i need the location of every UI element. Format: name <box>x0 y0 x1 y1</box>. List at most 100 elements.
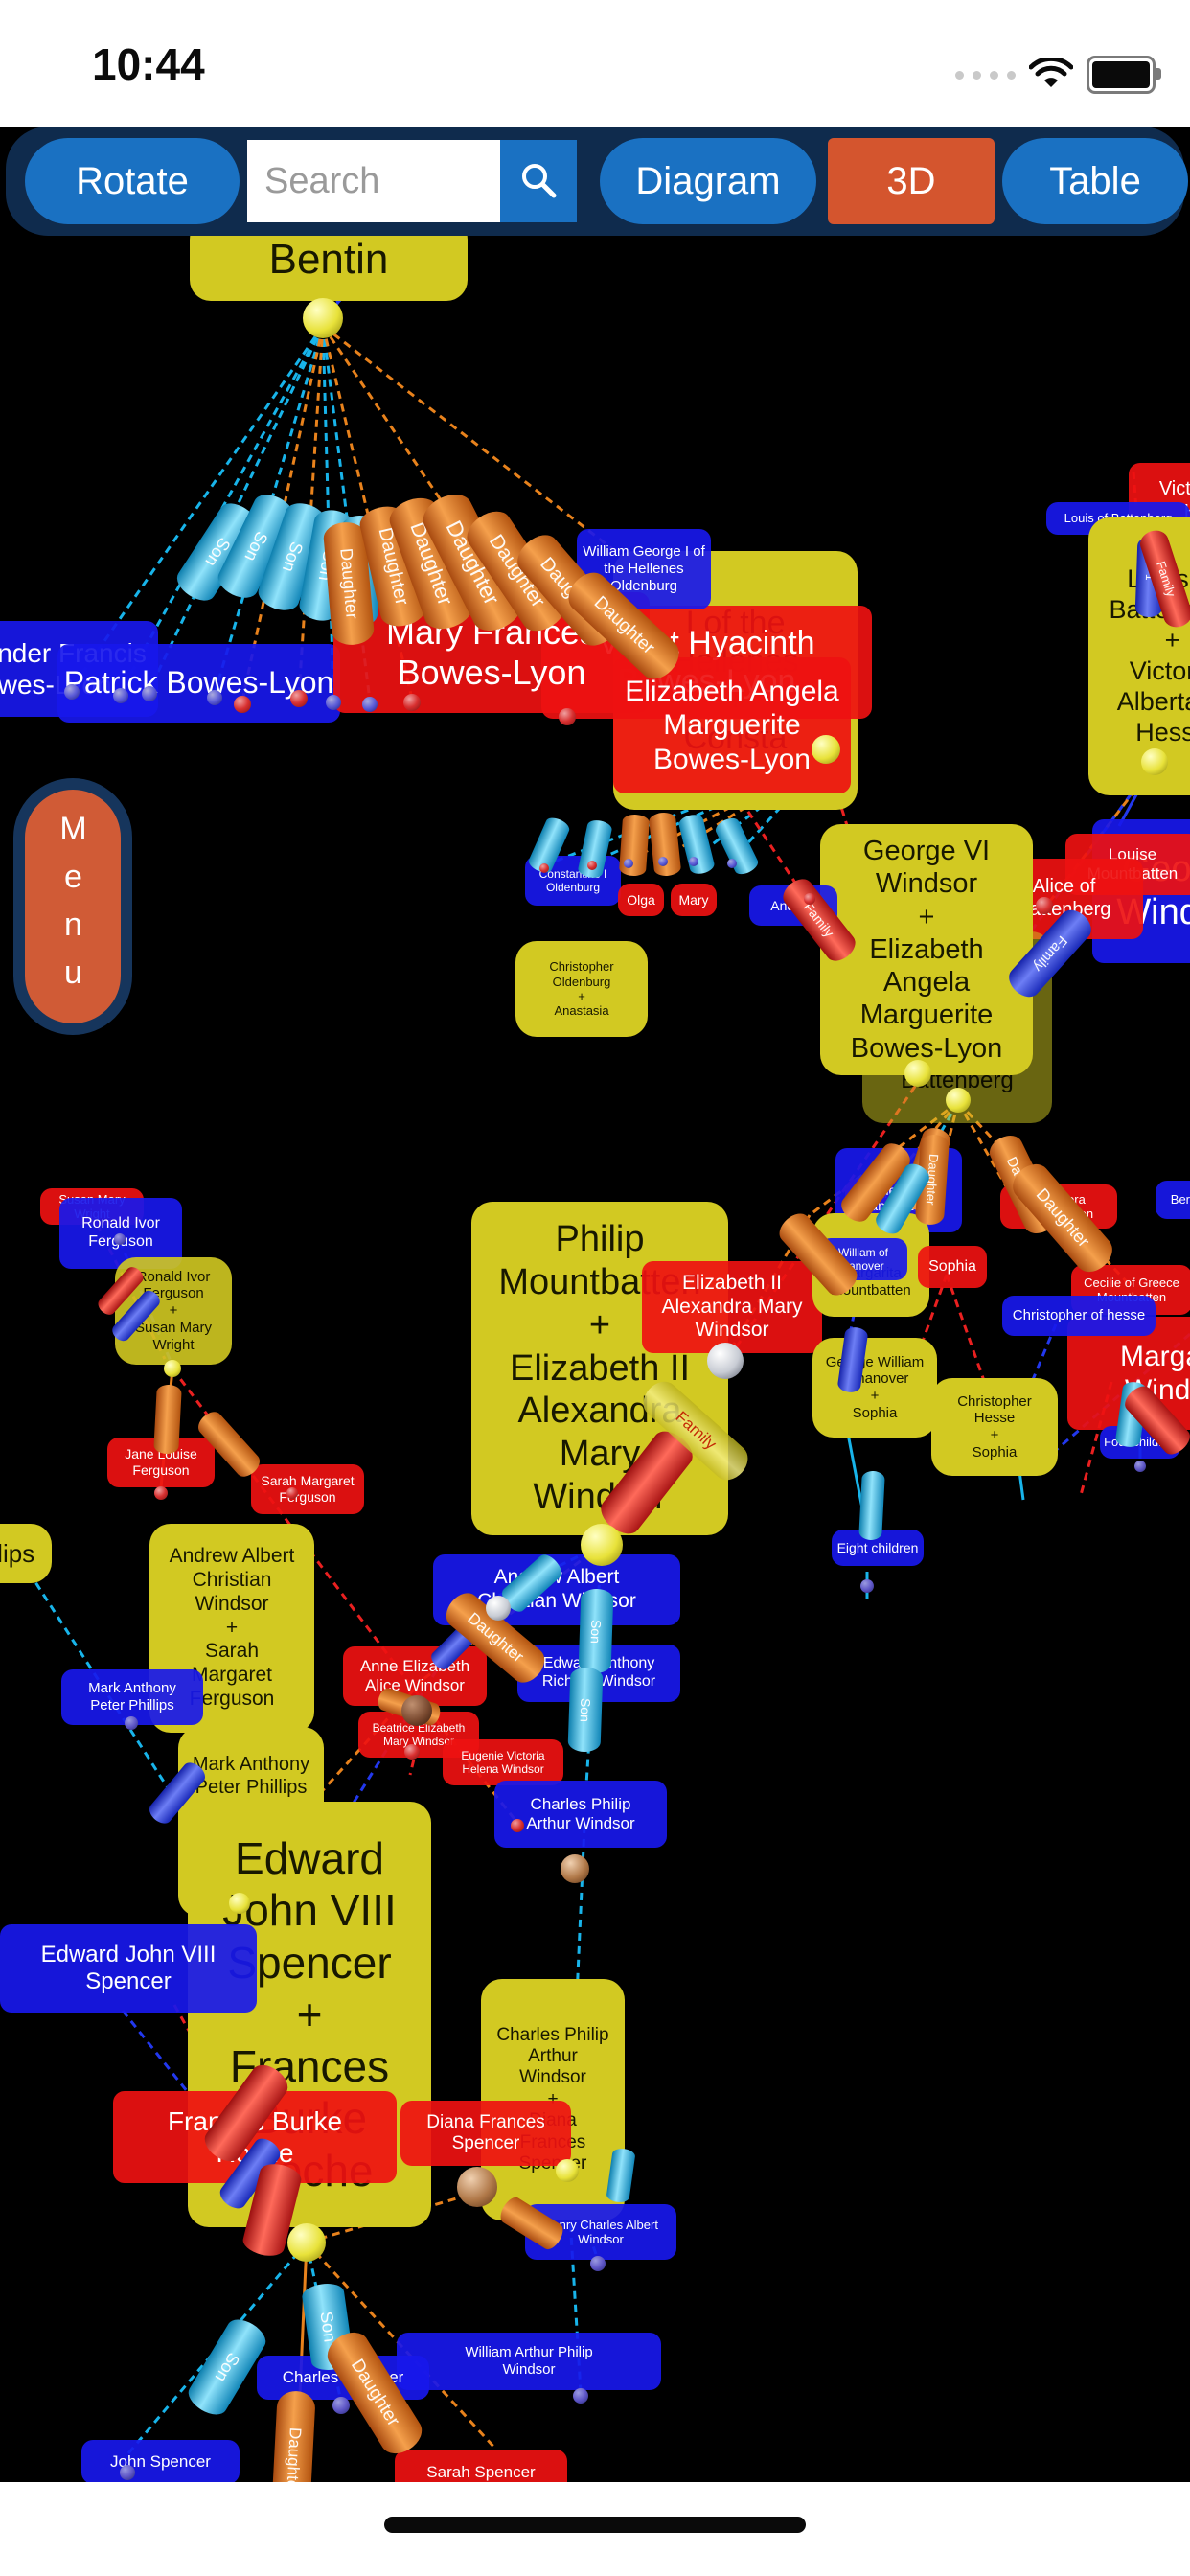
red-node-sphere <box>404 1744 420 1760</box>
node-label-line: Christian <box>192 1569 272 1592</box>
blue-node-sphere <box>689 857 698 866</box>
search-input[interactable] <box>247 140 500 222</box>
person-john-spencer[interactable]: John Spencer <box>81 2440 240 2484</box>
node-label-line: Berthold <box>1170 1192 1190 1208</box>
person-christopher-of-hesse[interactable]: Christopher of hesse <box>1002 1296 1156 1336</box>
node-label-line: the Hellenes <box>604 561 684 578</box>
relation-line <box>565 2170 583 2393</box>
node-label-line: Jane Louise <box>125 1446 197 1462</box>
person-patrick-bowes-lyon[interactable]: Patrick Bowes-Lyon <box>57 644 340 723</box>
cylinder-label: Son <box>587 1619 605 1644</box>
node-label-line: Windsor <box>578 2232 624 2246</box>
node-label-line: Charles Philip <box>530 1794 631 1813</box>
yellow-node-sphere <box>812 735 840 764</box>
menu-button-label: Menu <box>55 811 92 1002</box>
node-label-line: Alberta of <box>1116 686 1190 716</box>
node-label-line: Christopher <box>957 1392 1032 1410</box>
cylinder-label: Family <box>1153 559 1179 599</box>
node-label-line: Christopher of hesse <box>1012 1307 1146 1324</box>
purple-node-sphere <box>590 2256 606 2271</box>
node-label-line: + <box>588 1304 611 1346</box>
silver-node-sphere <box>707 1343 744 1379</box>
blue-node-sphere <box>658 857 668 866</box>
rotate-button[interactable]: Rotate <box>25 138 240 224</box>
blue-node-sphere <box>113 688 128 703</box>
node-label-line: Oldenburg <box>545 881 601 894</box>
node-label-line: Ferguson <box>189 1687 275 1710</box>
node-label-line: Peter Phillips <box>90 1697 174 1714</box>
red-node-sphere <box>290 690 308 707</box>
node-label-line: + <box>169 1302 178 1320</box>
search-field <box>247 140 577 222</box>
relation-line <box>321 325 335 700</box>
node-label-line: Edward John VIII <box>40 1941 217 1967</box>
purple-node-sphere <box>120 2465 135 2480</box>
3d-button[interactable]: 3D <box>828 138 995 224</box>
node-label-line: Mary <box>678 891 709 908</box>
couple-phillips-corner[interactable]: Phillips <box>0 1524 52 1583</box>
relation-line <box>322 324 629 563</box>
node-label-line: Sophia <box>972 1443 1018 1460</box>
node-label-line: Windsor <box>875 868 978 900</box>
node-label-line: Spencer <box>85 1968 172 1994</box>
purple-node-sphere <box>573 2388 588 2404</box>
person-berthold[interactable]: Berthold <box>1156 1181 1190 1219</box>
toolbar: Rotate Diagram 3D Table <box>6 126 1188 236</box>
relation-line <box>119 325 325 693</box>
bottom-bar <box>0 2482 1190 2576</box>
blue-node-sphere <box>142 686 157 702</box>
status-bar: 10:44 <box>0 0 1190 126</box>
node-label-line: Ronald Ivor <box>136 1268 211 1285</box>
node-label-line: Helena Windsor <box>462 1762 544 1776</box>
relation-cylinder <box>858 1470 885 1541</box>
red-node-sphere <box>539 863 549 873</box>
node-label-line: Arthur <box>528 2045 578 2066</box>
yellow-node-sphere <box>556 2159 579 2182</box>
search-button[interactable] <box>500 140 577 222</box>
node-label-line: Windsor <box>695 1319 769 1342</box>
wifi-icon <box>1029 58 1073 87</box>
node-label-line: George VI <box>862 836 991 867</box>
person-sophia[interactable]: Sophia <box>918 1246 987 1288</box>
table-button[interactable]: Table <box>1002 138 1188 224</box>
node-label-line: Bowes-Lyon <box>653 743 811 775</box>
couple-charles-diana[interactable]: Charles PhilipArthurWindsor+DianaFrances… <box>481 1979 625 2220</box>
diagram-button[interactable]: Diagram <box>600 138 816 224</box>
relation-line <box>408 1707 428 1776</box>
node-label-line: William George I of <box>583 543 705 561</box>
node-label-line: Oldenburg <box>552 974 611 989</box>
menu-button[interactable]: Menu <box>13 778 132 1035</box>
person-mary-of-greece[interactable]: Mary <box>671 884 717 916</box>
search-icon <box>522 163 557 197</box>
bronze-node-sphere <box>457 2167 497 2207</box>
node-label-line: Bowes-Lyon <box>850 1032 1003 1064</box>
node-label-line: Beatrice Elizabeth <box>372 1720 466 1735</box>
home-indicator[interactable] <box>384 2517 806 2533</box>
red-node-sphere <box>804 893 815 905</box>
cellular-signal-icon <box>955 70 1016 80</box>
relation-line <box>945 1274 996 1412</box>
node-label-line: John Spencer <box>110 2451 211 2471</box>
node-label-line: Elizabeth Angela <box>625 675 839 707</box>
relation-line <box>543 755 827 867</box>
red-node-sphere <box>511 1819 524 1832</box>
node-label-line: Sophia <box>928 1257 976 1275</box>
person-olga[interactable]: Olga <box>618 884 664 916</box>
node-label-line: Diana Frances <box>426 2111 545 2132</box>
relation-line <box>1006 1323 1058 1440</box>
